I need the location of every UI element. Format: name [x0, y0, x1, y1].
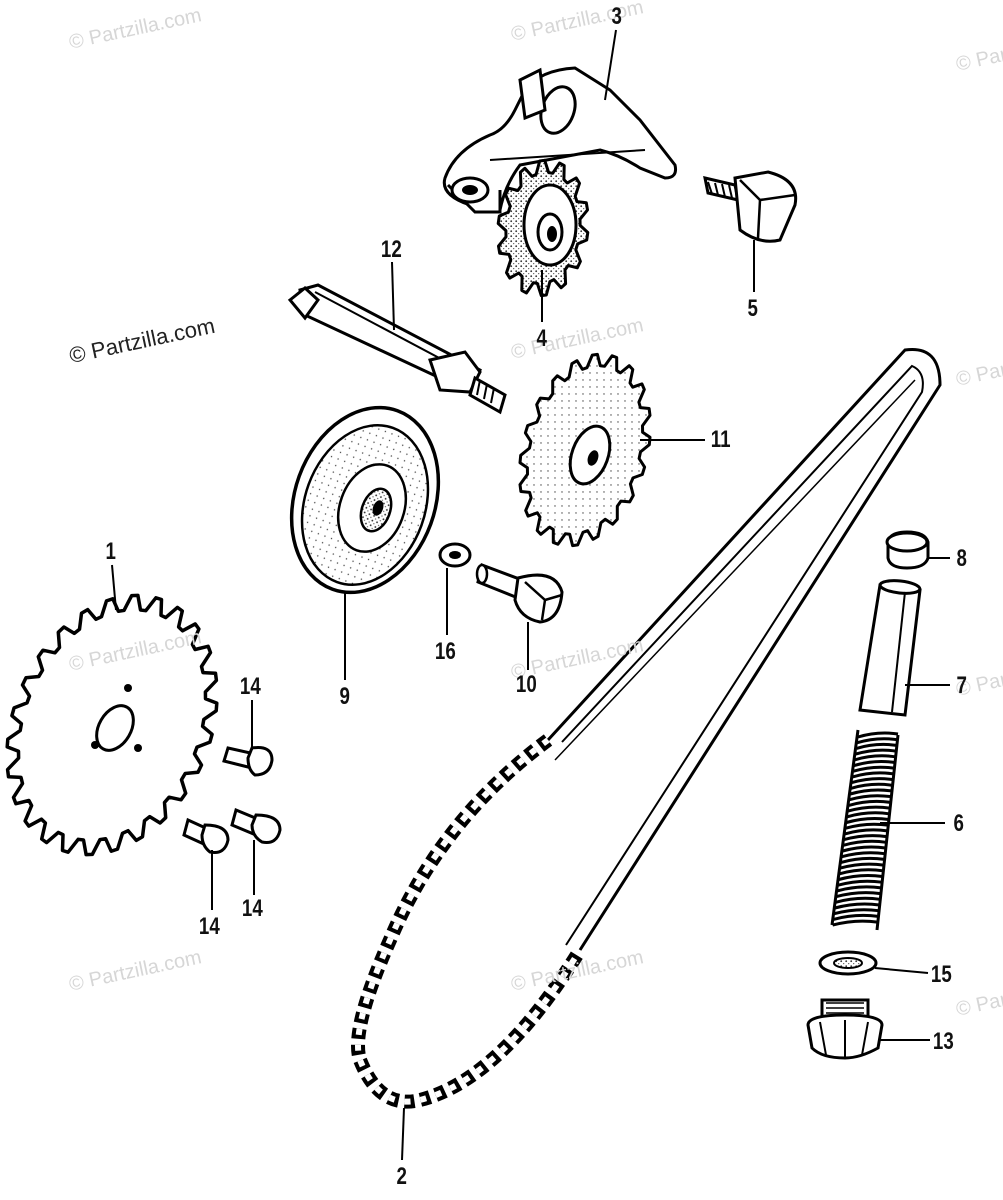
callout-1: 1	[105, 538, 116, 565]
callout-15: 15	[930, 961, 952, 988]
callout-11: 11	[710, 426, 731, 453]
callout-14-upper: 14	[239, 673, 261, 700]
bolt-14-lower-right	[230, 807, 282, 844]
callout-16: 16	[434, 638, 456, 665]
callout-7: 7	[956, 672, 967, 699]
bolt-5	[703, 170, 798, 243]
tensioner-pushrod	[858, 579, 922, 717]
callout-9: 9	[339, 683, 350, 710]
cam-chain	[351, 347, 942, 1109]
guide-roller	[289, 405, 441, 595]
callout-3: 3	[611, 3, 622, 30]
callout-10: 10	[515, 671, 537, 698]
bolt-14-upper	[222, 746, 274, 777]
callout-6: 6	[953, 810, 964, 837]
washer-15	[818, 950, 878, 976]
callout-2: 2	[396, 1163, 407, 1190]
cam-sprocket	[5, 593, 219, 857]
washer-16	[438, 542, 472, 568]
callout-12: 12	[380, 236, 402, 263]
tensioner-arm	[442, 66, 677, 214]
callout-14-lower-left: 14	[198, 913, 220, 940]
callout-4: 4	[536, 325, 547, 352]
bolt-10	[475, 562, 564, 624]
callout-5: 5	[747, 295, 758, 322]
leader-lines	[111, 29, 950, 1161]
tensioner-wheel-sprocket	[518, 352, 652, 548]
cap-8	[885, 530, 930, 570]
tensioner-spring	[830, 729, 900, 931]
tensioner-shaft	[287, 283, 507, 415]
tensioner-sprocket	[496, 158, 590, 298]
sealing-bolt-13	[806, 998, 884, 1060]
callout-13: 13	[932, 1028, 954, 1055]
callout-14-lower-right: 14	[241, 895, 263, 922]
callout-8: 8	[956, 545, 967, 572]
bolt-14-lower-left	[182, 817, 230, 854]
